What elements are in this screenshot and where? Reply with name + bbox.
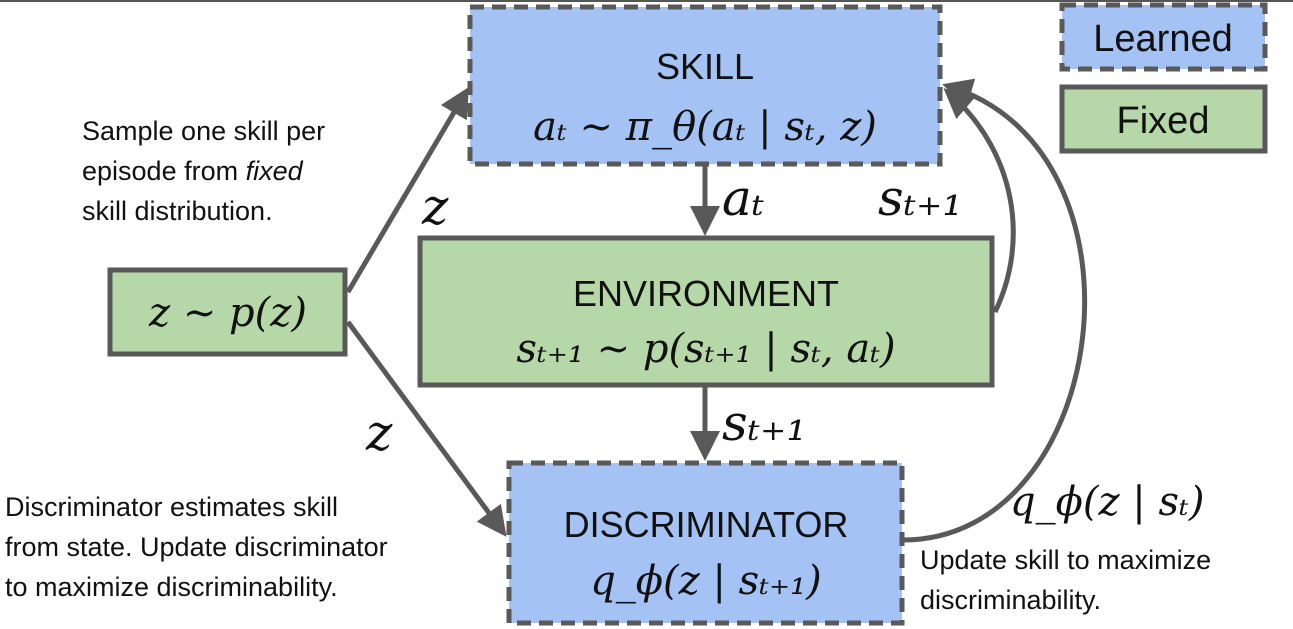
node-skill: SKILL aₜ ∼ π_θ(aₜ | sₜ, z) [467,4,943,167]
caption-sample-line2: episode from fixed [82,156,304,186]
discriminator-formula: q_ϕ(z | sₜ₊₁) [590,558,822,604]
label-discriminator-to-skill: q_ϕ(z | sₜ) [1010,479,1204,525]
skill-formula: aₜ ∼ π_θ(aₜ | sₜ, z) [533,104,877,150]
caption-disc-line3: to maximize discriminability. [5,572,338,602]
caption-discriminator: Discriminator estimates skill from state… [5,492,388,602]
caption-sample: Sample one skill per episode from fixed … [82,116,325,226]
prior-formula: z ∼ p(z) [148,290,307,336]
edge-prior-to-skill [345,86,470,294]
environment-box [417,235,995,388]
label-env-to-skill: sₜ₊₁ [878,169,962,227]
caption-disc-line1: Discriminator estimates skill [5,492,338,522]
legend-fixed-label: Fixed [1117,100,1210,142]
skill-title: SKILL [656,46,754,87]
edge-discriminator-to-skill [902,78,1088,543]
node-prior: z ∼ p(z) [107,267,348,357]
caption-sample-line2a: episode from [82,156,246,186]
environment-formula: sₜ₊₁ ∼ p(sₜ₊₁ | sₜ, aₜ) [516,326,895,372]
prior-box [107,267,348,357]
caption-sample-line2b: fixed [246,156,304,186]
environment-title: ENVIRONMENT [573,273,839,314]
legend-learned-label: Learned [1093,18,1232,60]
node-discriminator: DISCRIMINATOR q_ϕ(z | sₜ₊₁) [506,460,905,626]
edge-labels: z z aₜ sₜ₊₁ sₜ₊₁ q_ϕ(z | sₜ) [365,169,1204,525]
caption-sample-line1: Sample one skill per [82,116,325,146]
label-env-to-discriminator: sₜ₊₁ [722,394,806,452]
label-prior-to-skill: z [421,178,449,236]
discriminator-title: DISCRIMINATOR [564,504,849,545]
edge-prior-to-discriminator [345,320,507,537]
caption-disc-line2: from state. Update discriminator [5,532,388,562]
legend: Learned Fixed [1059,2,1268,154]
edges [345,78,1088,543]
discriminator-box [506,460,905,626]
node-environment: ENVIRONMENT sₜ₊₁ ∼ p(sₜ₊₁ | sₜ, aₜ) [417,235,995,388]
skill-box [467,4,943,167]
edge-env-to-skill [943,88,1016,314]
caption-update-line2: discriminability. [920,585,1101,615]
legend-fixed-swatch [1059,84,1268,154]
caption-sample-line3: skill distribution. [82,196,273,226]
label-skill-to-env: aₜ [722,169,764,227]
caption-update-line1: Update skill to maximize [920,545,1211,575]
caption-update: Update skill to maximize discriminabilit… [920,545,1211,615]
legend-learned-swatch [1059,2,1268,72]
label-prior-to-discriminator: z [365,404,393,462]
